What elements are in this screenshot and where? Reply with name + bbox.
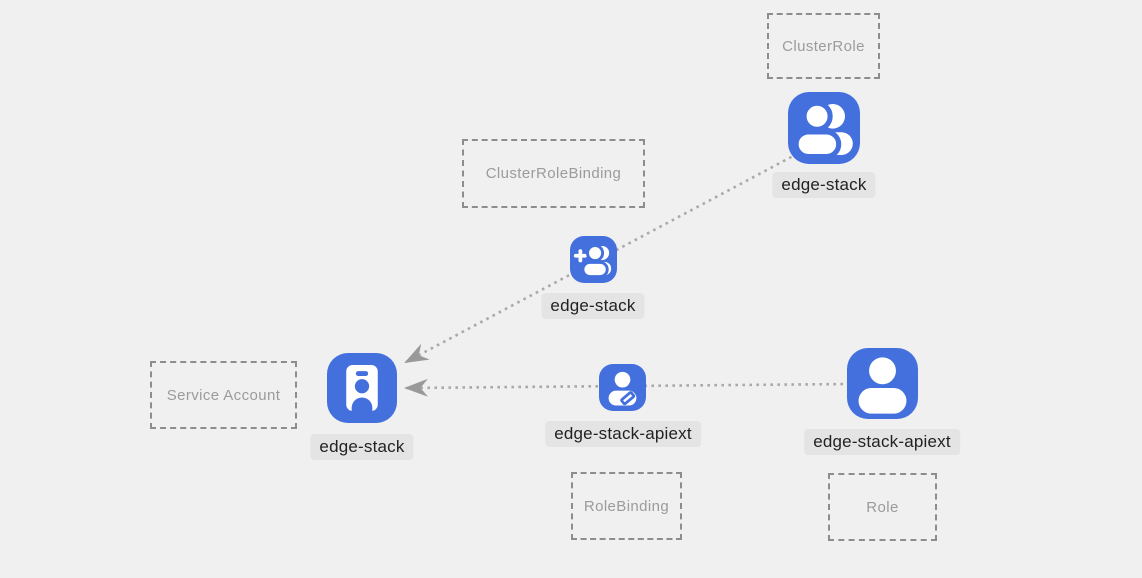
box-cluster-role-binding-label: ClusterRoleBinding <box>485 165 622 182</box>
node-role <box>847 348 918 419</box>
box-service-account: Service Account <box>150 361 297 429</box>
box-role-binding: RoleBinding <box>571 472 682 540</box>
node-clusterrole <box>788 92 860 164</box>
node-clusterrole-label: edge-stack <box>772 172 876 198</box>
node-rolebinding-label: edge-stack-apiext <box>545 421 701 447</box>
person-edit-icon <box>608 371 637 406</box>
box-role: Role <box>828 473 937 541</box>
box-cluster-role-label: ClusterRole <box>782 37 865 55</box>
box-cluster-role: ClusterRole <box>767 13 880 79</box>
group-icon <box>793 100 853 160</box>
badge-icon <box>346 364 378 412</box>
node-role-label: edge-stack-apiext <box>804 429 960 455</box>
person-icon <box>858 357 907 414</box>
box-service-account-label: Service Account <box>166 386 281 404</box>
box-cluster-role-binding: ClusterRoleBinding <box>462 139 645 208</box>
node-serviceaccount-label: edge-stack <box>310 434 414 460</box>
box-role-label: Role <box>866 498 899 516</box>
node-clusterrolebinding <box>570 236 617 283</box>
group-add-icon <box>573 244 612 279</box>
node-rolebinding <box>599 364 646 411</box>
box-role-binding-label: RoleBinding <box>583 497 670 515</box>
node-clusterrolebinding-label: edge-stack <box>541 293 645 319</box>
node-serviceaccount <box>327 353 397 423</box>
